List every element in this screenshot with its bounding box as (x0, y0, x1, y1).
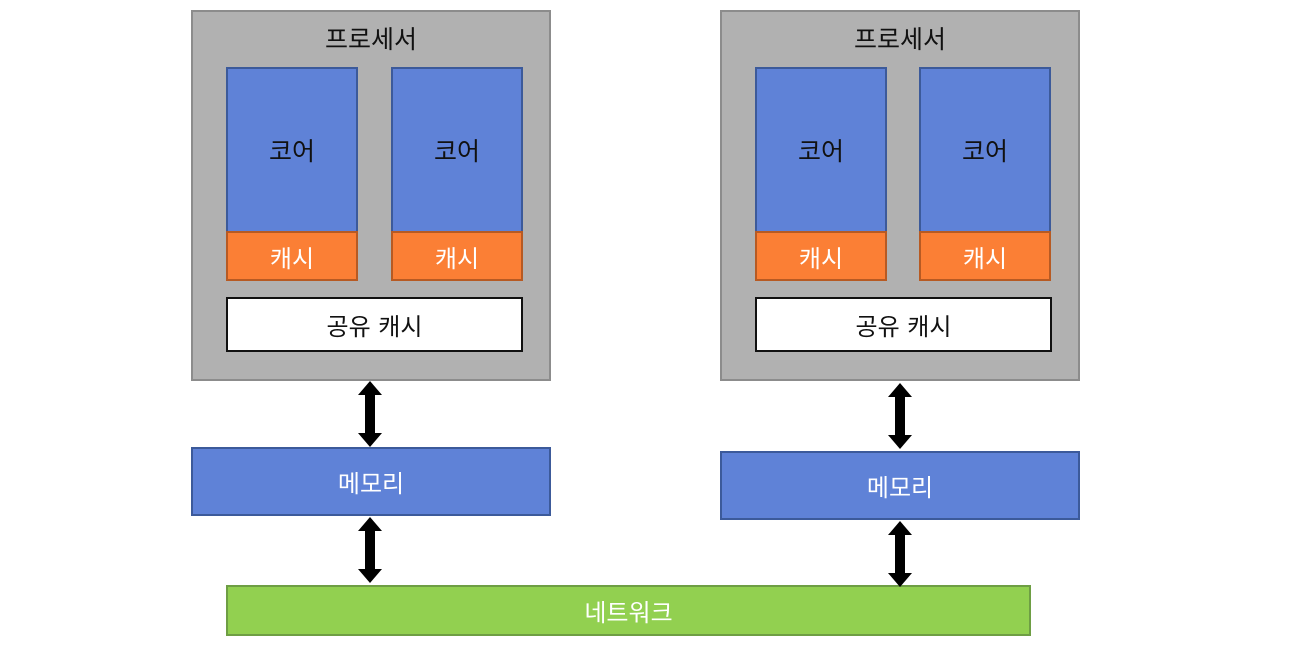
processor-1-core-2: 코어 (391, 67, 523, 233)
processor-2-core-1-cache: 캐시 (755, 231, 887, 281)
processor-1-core-2-cache: 캐시 (391, 231, 523, 281)
memory-1: 메모리 (191, 447, 551, 516)
memory-2: 메모리 (720, 451, 1080, 520)
processor-2-core-2-cache: 캐시 (919, 231, 1051, 281)
processor-1-shared-cache: 공유 캐시 (226, 297, 523, 352)
double-arrow-icon (358, 381, 382, 447)
network-bar: 네트워크 (226, 585, 1031, 636)
processor-2-core-2: 코어 (919, 67, 1051, 233)
double-arrow-icon (888, 383, 912, 449)
processor-2-core-1: 코어 (755, 67, 887, 233)
double-arrow-icon (358, 517, 382, 583)
processor-2-shared-cache: 공유 캐시 (755, 297, 1052, 352)
processor-2-title: 프로세서 (853, 25, 946, 54)
processor-1-title: 프로세서 (324, 25, 417, 54)
processor-1-core-1-cache: 캐시 (226, 231, 358, 281)
double-arrow-icon (888, 521, 912, 587)
processor-1-core-1: 코어 (226, 67, 358, 233)
